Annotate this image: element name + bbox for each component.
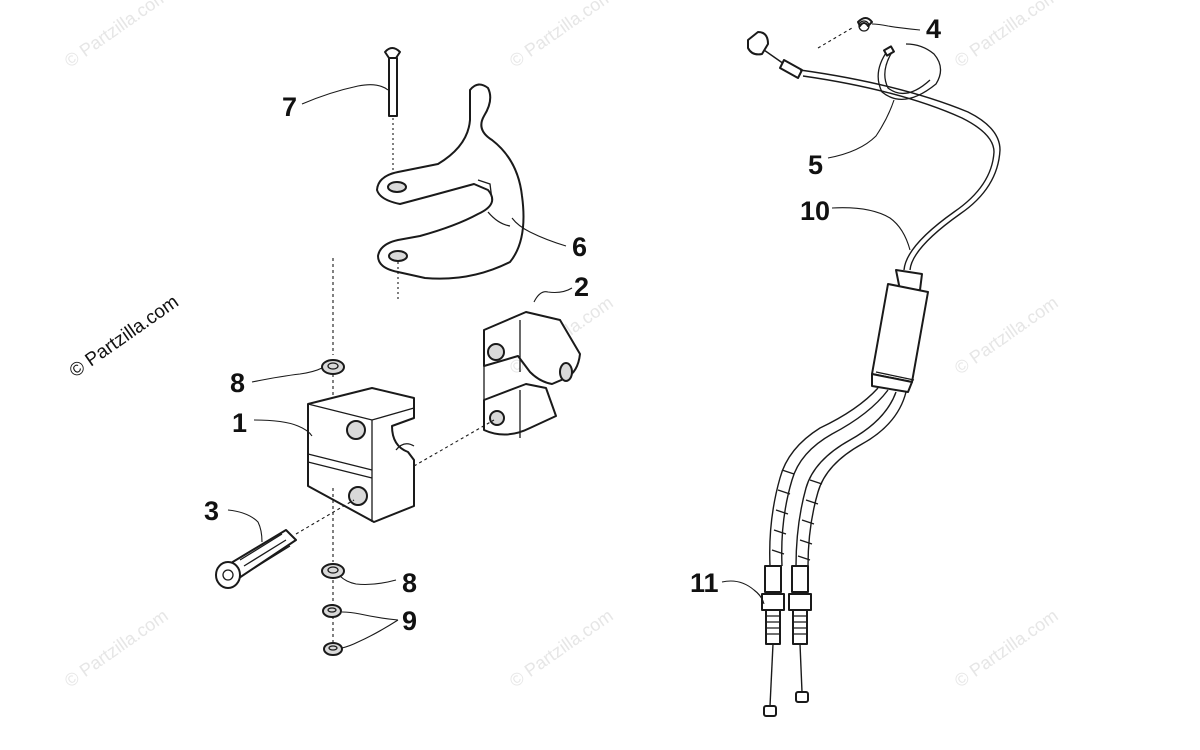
part-4-clip bbox=[857, 17, 873, 32]
watermark: © Partzilla.com bbox=[951, 0, 1062, 71]
watermark: © Partzilla.com bbox=[506, 605, 617, 691]
callout-8-upper: 8 bbox=[230, 368, 245, 398]
callout-3: 3 bbox=[204, 496, 219, 526]
callout-10: 10 bbox=[800, 196, 830, 226]
copyright-text: © Partzilla.com bbox=[66, 291, 183, 382]
watermark: © Partzilla.com bbox=[951, 292, 1062, 378]
callout-4: 4 bbox=[926, 14, 941, 44]
part-6-lever bbox=[376, 83, 525, 280]
part-9-lock-washers bbox=[322, 604, 343, 656]
leader-lines bbox=[227, 23, 921, 649]
callout-9: 9 bbox=[402, 606, 417, 636]
watermark: © Partzilla.com bbox=[61, 0, 172, 71]
part-5-strap bbox=[877, 43, 942, 100]
part-1-block bbox=[307, 387, 415, 523]
callout-2: 2 bbox=[574, 272, 589, 302]
part-7-pin bbox=[384, 47, 401, 117]
callout-6: 6 bbox=[572, 232, 587, 262]
callout-labels: 7 6 2 8 1 3 8 9 4 5 10 11 bbox=[204, 14, 941, 636]
callout-8-lower: 8 bbox=[402, 568, 417, 598]
part-11-cable-ends bbox=[761, 387, 907, 717]
part-8-washer-lower bbox=[321, 563, 345, 579]
part-8-washer-upper bbox=[321, 359, 345, 375]
part-3-bolt bbox=[215, 529, 297, 589]
callout-11: 11 bbox=[690, 568, 719, 598]
watermark: © Partzilla.com bbox=[506, 0, 617, 71]
part-2-clamp bbox=[483, 311, 581, 438]
callout-5: 5 bbox=[808, 150, 823, 180]
watermark: © Partzilla.com bbox=[951, 605, 1062, 691]
part-10-cable bbox=[747, 31, 1001, 393]
callout-1: 1 bbox=[232, 408, 247, 438]
callout-7: 7 bbox=[282, 92, 297, 122]
watermark: © Partzilla.com bbox=[61, 605, 172, 691]
